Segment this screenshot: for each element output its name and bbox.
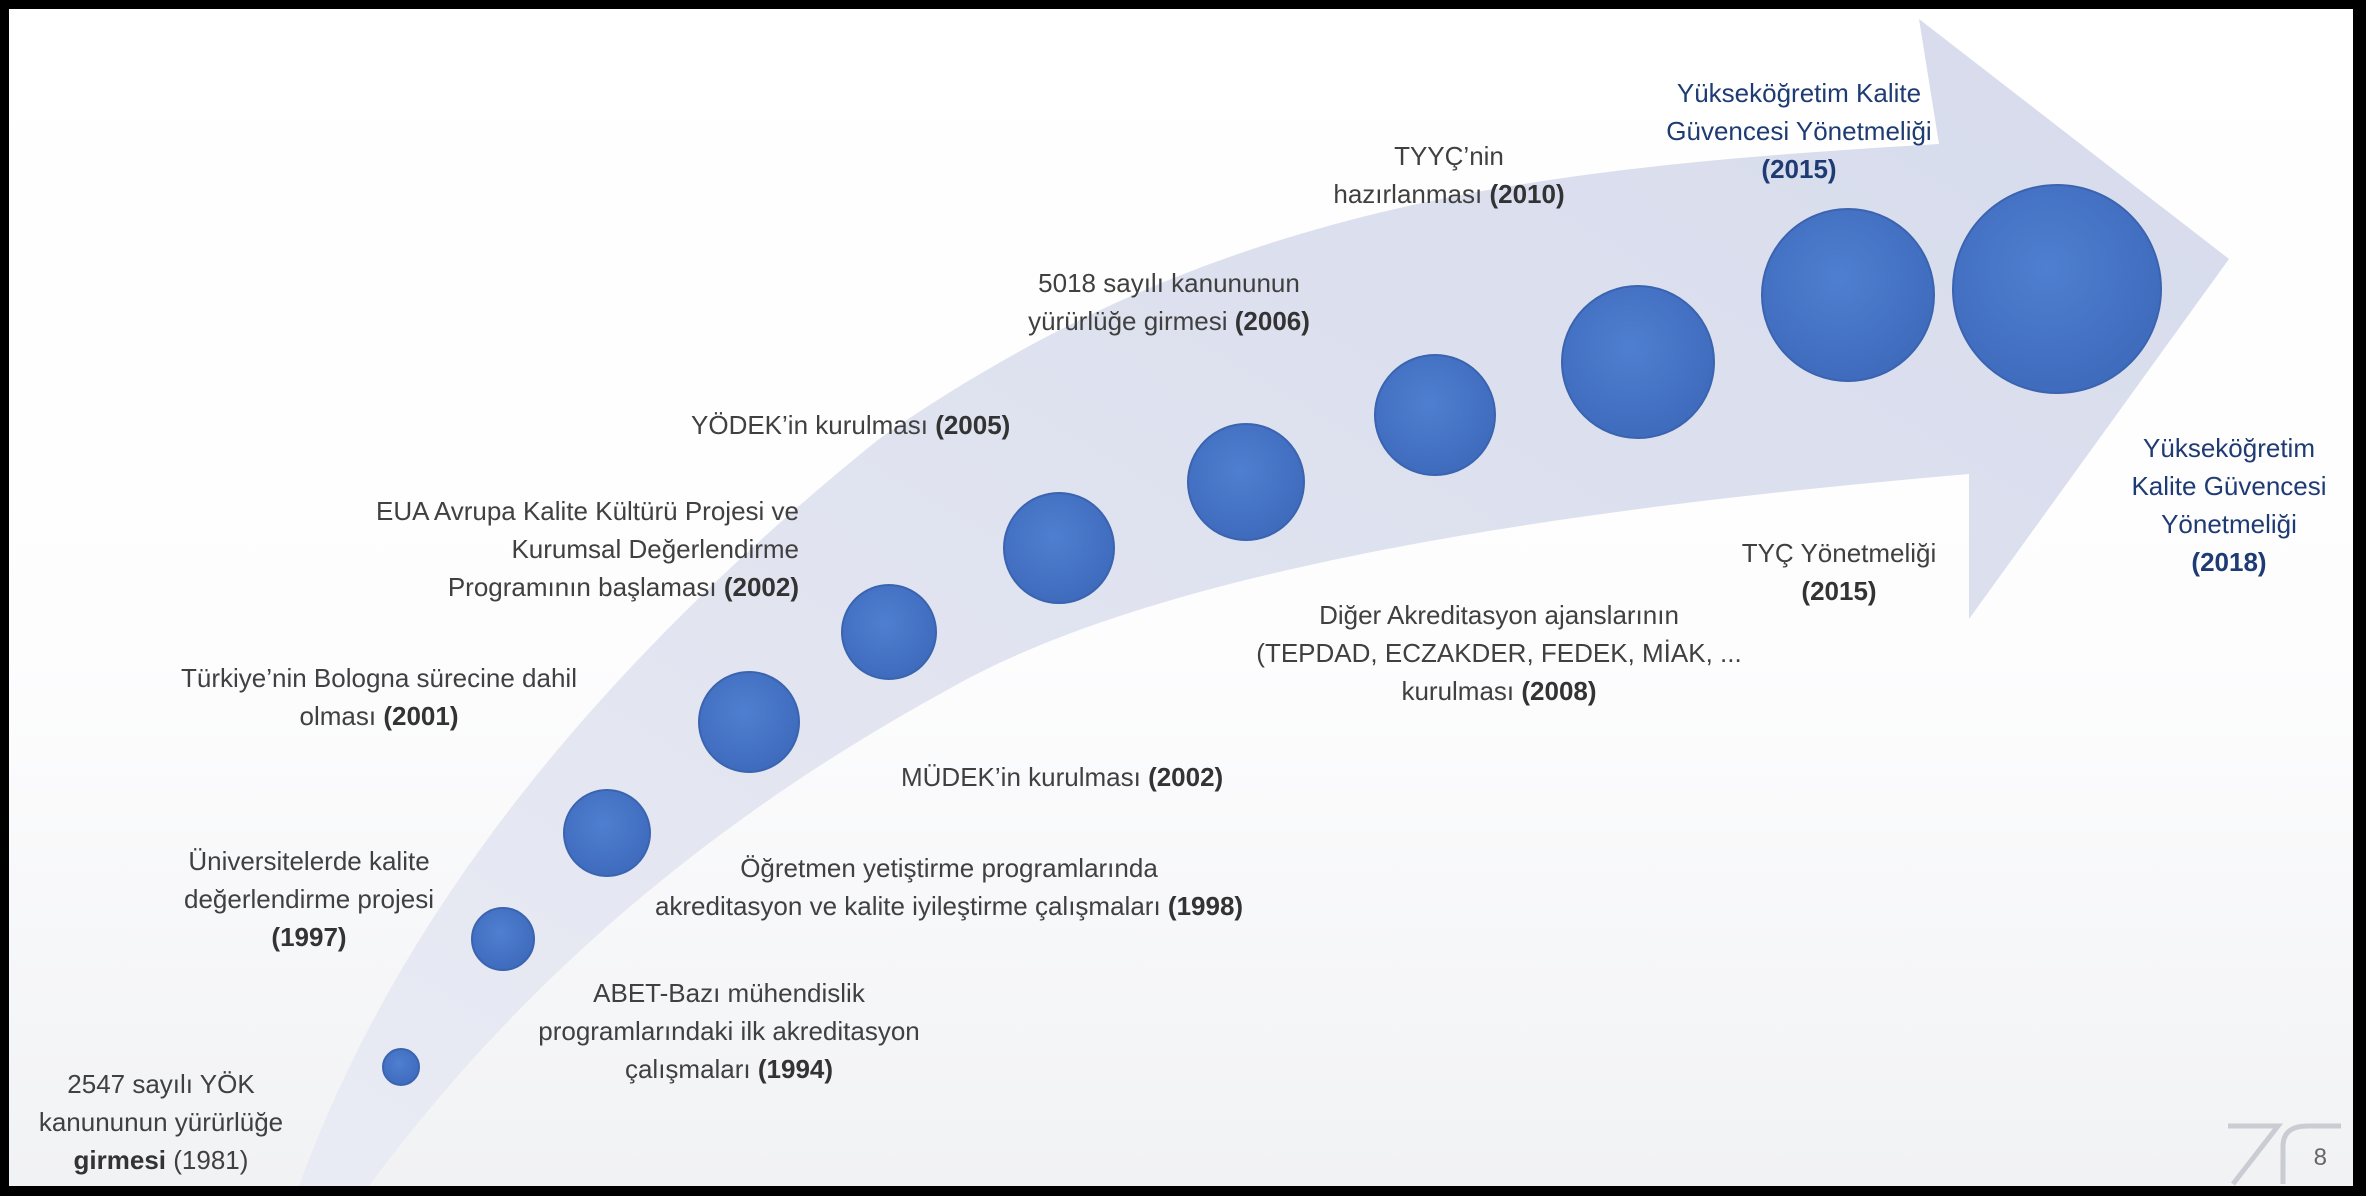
milestone-dot bbox=[382, 1048, 420, 1086]
milestone-dot bbox=[698, 671, 800, 773]
milestone-1994-label: ABET-Bazı mühendislik programlarındaki i… bbox=[538, 978, 920, 1084]
milestone-dot bbox=[1561, 285, 1715, 439]
milestone-dots bbox=[382, 184, 2162, 1086]
milestone-dot bbox=[1761, 208, 1935, 382]
milestone-1997-label: Üniversitelerde kalite değerlendirme pro… bbox=[183, 846, 435, 952]
milestone-dot bbox=[1952, 184, 2162, 394]
milestone-dot bbox=[1187, 423, 1305, 541]
milestone-2015-tyc-label: TYÇ Yönetmeliği (2015) bbox=[1741, 538, 1937, 606]
milestone-1998-label: Öğretmen yetiştirme programlarında akred… bbox=[654, 853, 1244, 921]
milestone-dot bbox=[563, 789, 651, 877]
milestone-2001-label: Türkiye’nin Bologna sürecine dahil olmas… bbox=[180, 663, 577, 731]
milestone-2008-label: Diğer Akreditasyon ajanslarının (TEPDAD,… bbox=[1256, 600, 1742, 706]
logo-watermark bbox=[2228, 1123, 2341, 1186]
timeline-graphic bbox=[299, 19, 2229, 1186]
milestone-dot bbox=[471, 907, 535, 971]
milestone-2018-label: Yükseköğretim Kalite Güvencesi Yönetmeli… bbox=[2131, 433, 2327, 577]
milestone-2010-label: TYYÇ’nin hazırlanması (2010) bbox=[1333, 141, 1565, 209]
timeline-arrow bbox=[299, 19, 2229, 1186]
page-number: 8 bbox=[2313, 1144, 2327, 1171]
milestone-1981-label: 2547 sayılı YÖK kanununun yürürlüğe girm… bbox=[38, 1069, 284, 1175]
milestone-dot bbox=[841, 584, 937, 680]
milestone-2005-label: YÖDEK’in kurulması (2005) bbox=[691, 410, 1011, 440]
milestone-2006-label: 5018 sayılı kanununun yürürlüğe girmesi … bbox=[1028, 268, 1310, 336]
slide: 2547 sayılı YÖK kanununun yürürlüğe girm… bbox=[9, 9, 2353, 1186]
milestone-2002-eua-label: EUA Avrupa Kalite Kültürü Projesi ve Kur… bbox=[376, 496, 799, 602]
milestone-dot bbox=[1003, 492, 1115, 604]
milestone-2002-mudek-label: MÜDEK’in kurulması (2002) bbox=[901, 762, 1224, 792]
milestone-dot bbox=[1374, 354, 1496, 476]
milestone-2015-ykg-label: Yükseköğretim Kalite Güvencesi Yönetmeli… bbox=[1666, 78, 1932, 184]
